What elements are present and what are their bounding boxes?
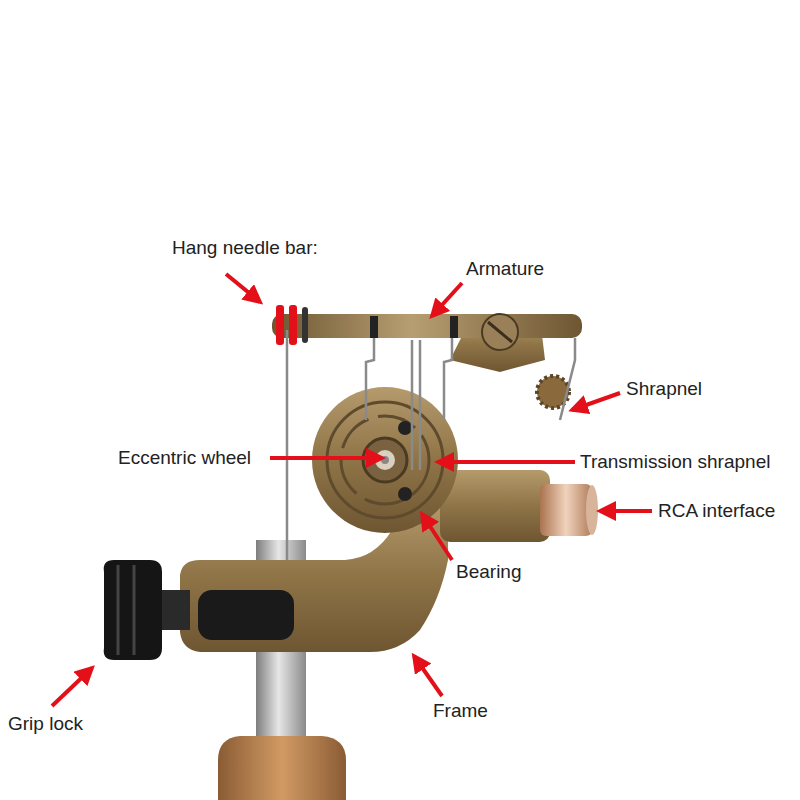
leader-arrows-part	[270, 456, 382, 460]
armature-bar-part	[450, 316, 458, 338]
armature-bar-part	[488, 322, 512, 342]
leader-arrows-part	[226, 274, 260, 302]
armature-bar-part	[370, 316, 378, 338]
motor-housing-part	[398, 487, 412, 501]
leader-arrows-part	[572, 393, 620, 410]
rca-connector-part	[540, 484, 592, 536]
needle-and-springs-part	[366, 338, 374, 420]
leader-arrows-part	[414, 656, 442, 696]
motor-housing-part	[398, 421, 412, 435]
frame-part	[198, 590, 294, 640]
part-label: Frame	[433, 700, 488, 722]
leader-arrows-part	[600, 509, 652, 513]
armature-bar-part	[302, 307, 308, 343]
needle-and-springs-part	[444, 338, 452, 420]
part-label: RCA interface	[658, 500, 775, 522]
grip-lock-knob	[104, 560, 190, 660]
leader-arrows-part	[422, 514, 452, 560]
grip-lock-knob-part	[104, 560, 162, 660]
part-label: Transmission shrapnel	[580, 451, 770, 473]
frame-part	[440, 470, 550, 542]
rca-connector	[540, 484, 598, 536]
needle-and-springs-part	[419, 340, 422, 470]
armature-bar-part	[276, 305, 284, 345]
needle-and-springs	[287, 330, 575, 560]
part-label: Shrapnel	[626, 378, 702, 400]
motor-housing-part	[381, 456, 389, 464]
grip-lock-knob-part	[133, 565, 136, 655]
part-label: Eccentric wheel	[118, 447, 251, 469]
leader-arrows-part	[52, 668, 92, 706]
part-label: Hang needle bar:	[172, 237, 318, 259]
part-label: Armature	[466, 258, 544, 280]
rca-connector-part	[586, 485, 598, 535]
leader-arrows-part	[438, 460, 575, 464]
armature-bar-part	[289, 305, 297, 345]
armature-bar-part	[272, 314, 582, 338]
armature-bar-part	[482, 314, 518, 350]
leader-arrows-part	[432, 283, 462, 316]
part-label: Grip lock	[8, 713, 83, 735]
needle-and-springs-part	[286, 330, 289, 560]
armature-bar	[272, 305, 582, 372]
grip-tube-part	[218, 736, 346, 800]
grip-lock-knob-part	[117, 565, 120, 655]
part-label: Bearing	[456, 561, 522, 583]
leader-arrows	[52, 274, 652, 706]
needle-and-springs-part	[411, 340, 414, 470]
